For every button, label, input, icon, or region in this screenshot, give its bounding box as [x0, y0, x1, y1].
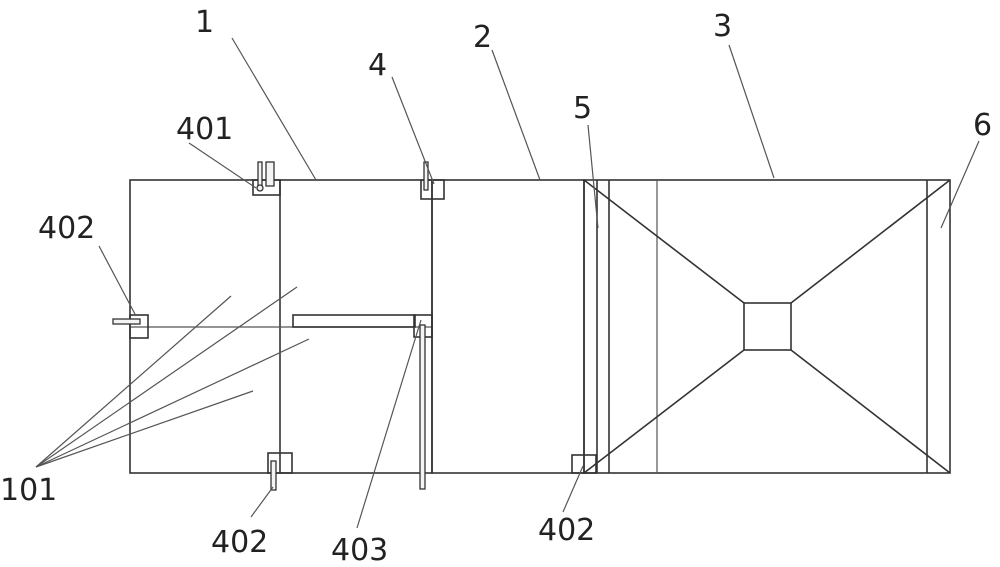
leader-1	[231, 37, 317, 181]
label-5: 5	[573, 91, 592, 126]
label-403: 403	[331, 533, 388, 567]
section-3-body	[583, 179, 951, 474]
label-6: 6	[973, 108, 992, 143]
fastener-401-knob	[256, 184, 264, 192]
leader-6	[940, 140, 980, 229]
funnel-edge-bl	[583, 349, 745, 474]
funnel-edge-br	[790, 349, 951, 474]
leader-lines	[35, 37, 980, 529]
fastener-401	[252, 161, 281, 196]
leader-402-bottom	[250, 486, 274, 518]
fastener-403	[413, 314, 433, 490]
leader-2	[491, 49, 541, 181]
label-402-right: 402	[538, 513, 595, 548]
fastener-402-left-base	[129, 314, 149, 339]
leader-5	[587, 124, 599, 229]
label-402-left: 402	[38, 211, 95, 246]
shelf-plate	[292, 314, 416, 328]
leader-402-left	[98, 245, 137, 317]
funnel-edge-tl	[583, 179, 745, 304]
leader-101-a	[35, 295, 232, 468]
label-4: 4	[368, 48, 387, 83]
leader-403	[356, 319, 422, 529]
fastener-402-left-pin	[112, 318, 141, 325]
fastener-403-rod	[419, 324, 426, 490]
fastener-402-right-base	[571, 454, 597, 474]
leader-101-b	[35, 286, 298, 468]
label-3: 3	[713, 9, 732, 44]
fastener-401-clip	[265, 161, 275, 187]
fastener-402-bottom-pin	[270, 460, 277, 491]
label-2: 2	[473, 20, 492, 55]
leader-101-d	[35, 390, 254, 468]
fastener-402-bottom-base	[267, 452, 293, 474]
leader-3	[728, 44, 775, 179]
leader-402-right	[562, 465, 584, 513]
label-101: 101	[0, 473, 57, 508]
fastener-402-bottom	[267, 452, 293, 491]
leader-401	[188, 142, 257, 189]
leader-4	[391, 76, 435, 185]
fastener-402-left	[112, 314, 149, 339]
leader-101-c	[35, 338, 310, 468]
section-5-body	[596, 180, 610, 473]
section-2-body	[431, 179, 585, 474]
section-3-outline	[583, 179, 951, 474]
fastener-402-right	[571, 454, 597, 474]
funnel-edge-tr	[790, 179, 951, 304]
label-1: 1	[195, 5, 214, 40]
label-401: 401	[176, 112, 233, 147]
section-1-body	[129, 179, 433, 474]
section-2-outline	[431, 179, 585, 474]
labels: 1 2 3 4 5 6 401 402 402 402 403 101	[0, 5, 992, 567]
funnel-outlet	[743, 302, 792, 351]
label-402-bottom: 402	[211, 525, 268, 560]
